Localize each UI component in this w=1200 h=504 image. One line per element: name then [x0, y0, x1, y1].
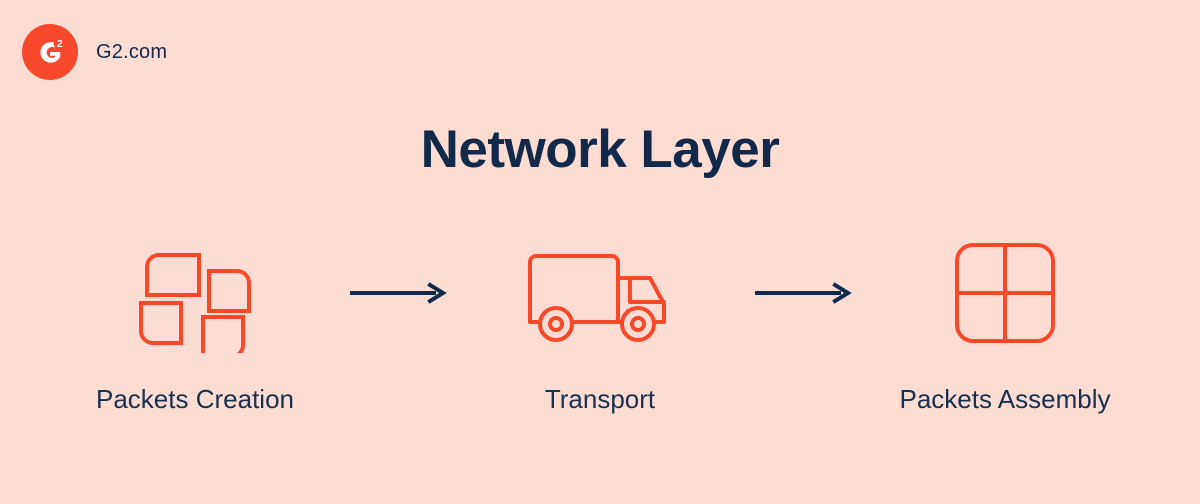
arrow-right-icon [349, 282, 447, 304]
arrow-right-icon [754, 282, 852, 304]
flow-connector-2 [715, 228, 890, 358]
flow-step-label: Packets Assembly [899, 384, 1111, 414]
page-title: Network Layer [420, 120, 780, 179]
flow-step-label: Transport [544, 384, 656, 414]
truck-wheel-front [620, 306, 656, 342]
truck-wheel-rear [538, 306, 574, 342]
flow-connector-1 [310, 228, 485, 358]
brand-header: 2 G2.com [22, 24, 167, 80]
flow-step-label: Packets Creation [96, 384, 294, 414]
packets-assembly-icon [945, 228, 1065, 358]
flow-step-packets-creation: Packets Creation [80, 228, 310, 415]
flow-step-transport: Transport [485, 228, 715, 415]
delivery-truck-icon [520, 228, 680, 358]
packets-creation-icon [125, 228, 265, 358]
network-layer-flow: Packets Creation [0, 228, 1200, 415]
g2-logo-icon: 2 [22, 24, 78, 80]
svg-text:2: 2 [57, 38, 63, 50]
brand-name: G2.com [96, 40, 168, 63]
flow-step-packets-assembly: Packets Assembly [890, 228, 1120, 415]
